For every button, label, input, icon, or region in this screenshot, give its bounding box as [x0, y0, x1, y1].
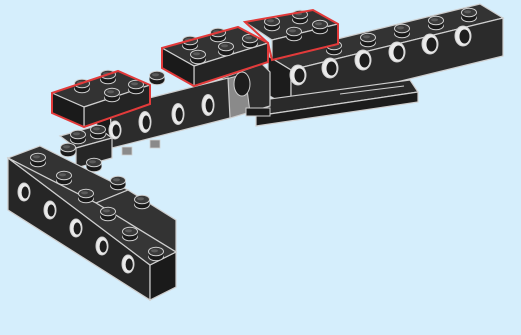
stud [361, 33, 376, 47]
technic-hole [44, 201, 56, 219]
technic-hole [70, 219, 82, 237]
technic-hole [139, 112, 151, 133]
stud [31, 153, 46, 167]
stud [429, 16, 444, 30]
stud [79, 189, 94, 203]
stud [111, 176, 126, 190]
technic-hole [455, 26, 471, 46]
stud [91, 125, 106, 139]
stud [87, 158, 102, 172]
hinge-pin [234, 72, 250, 96]
axle-connector [122, 147, 132, 155]
axle-connector [150, 140, 160, 148]
stud [462, 8, 477, 22]
technic-hole [96, 237, 108, 255]
stud [150, 71, 165, 85]
stud [105, 88, 120, 102]
technic-hole [322, 58, 338, 78]
stud [101, 207, 116, 221]
stud [71, 130, 86, 144]
stud [287, 27, 302, 41]
stud [149, 247, 164, 261]
technic-hole [18, 183, 30, 201]
technic-hole [389, 42, 405, 62]
technic-hole [422, 34, 438, 54]
technic-hole [355, 50, 371, 70]
stud [219, 42, 234, 56]
technic-hole [122, 255, 134, 273]
stud [265, 17, 280, 31]
stud [191, 50, 206, 64]
stud [123, 227, 138, 241]
stud [135, 195, 150, 209]
technic-hole [202, 95, 214, 116]
stud [313, 20, 328, 34]
hinge-clip [246, 108, 270, 116]
technic-hole [290, 65, 306, 85]
stud [61, 143, 76, 157]
technic-hole [109, 121, 121, 139]
stud [395, 24, 410, 38]
stud [57, 171, 72, 185]
technic-hole [172, 104, 184, 125]
